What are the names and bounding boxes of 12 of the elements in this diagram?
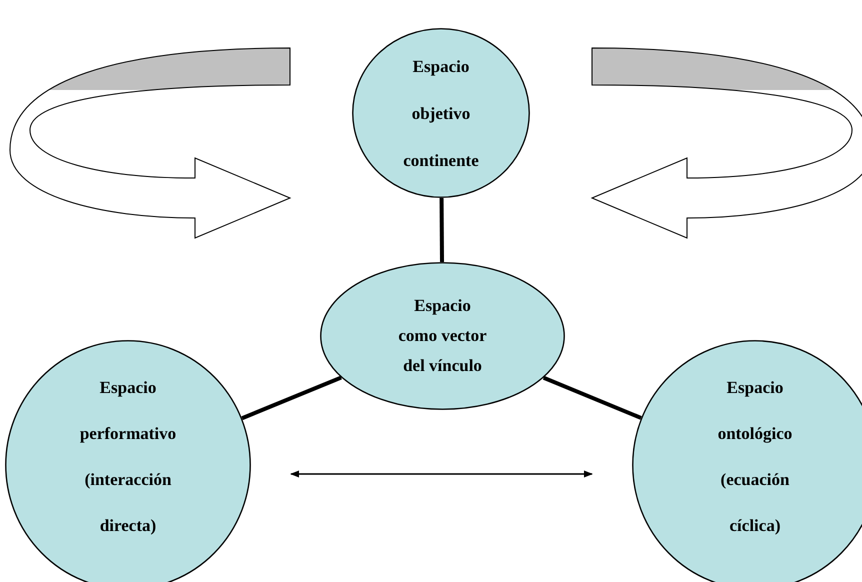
node-label: Espacio como vector del vínculo xyxy=(397,295,488,377)
arrow xyxy=(290,470,593,478)
ellipse-node xyxy=(352,28,530,198)
connector-line xyxy=(440,198,444,262)
curved-block-arrow xyxy=(10,48,290,238)
node-label: Espacio ontológico (ecuación cíclica) xyxy=(716,377,794,537)
ellipse-node xyxy=(320,262,565,410)
connector-line xyxy=(542,376,642,420)
connector-line xyxy=(241,376,342,420)
curved-block-arrow xyxy=(592,48,862,238)
node-label: Espacio objetivo continente xyxy=(402,56,480,172)
node-label: Espacio performativo (interacción directa) xyxy=(78,377,178,537)
